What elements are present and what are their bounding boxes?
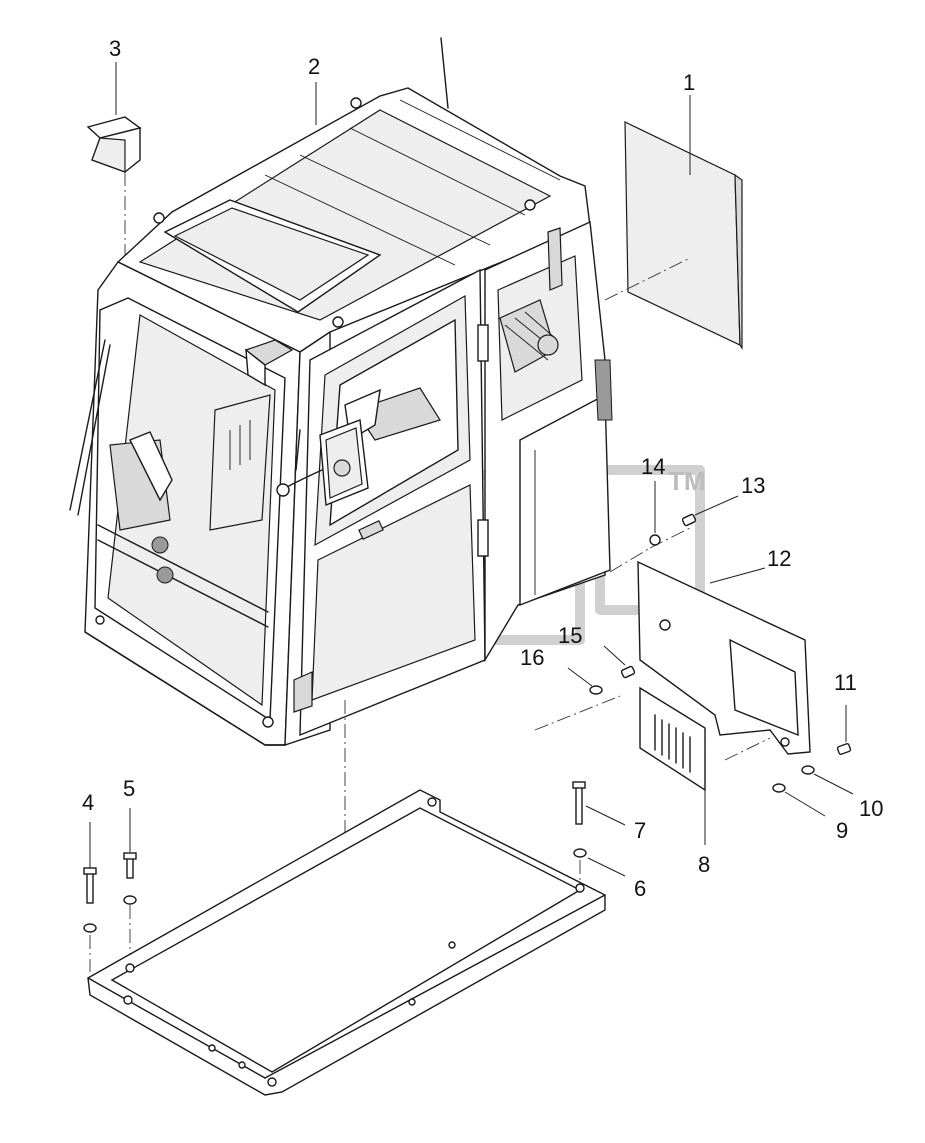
callout-6: 6: [634, 876, 646, 901]
hardware-fasteners: [83, 513, 852, 972]
callout-16: 16: [520, 645, 544, 670]
callout-13: 13: [741, 473, 765, 498]
callout-4: 4: [82, 790, 94, 815]
callout-2: 2: [308, 54, 320, 79]
part-2-operator-cab: [69, 37, 613, 925]
callout-14: 14: [641, 454, 665, 479]
callout-10: 10: [859, 796, 883, 821]
callout-15: 15: [558, 623, 582, 648]
callout-7: 7: [634, 818, 646, 843]
leader-lines: [89, 62, 854, 877]
floor-mount-frame: [87, 789, 606, 1096]
part-3-mirror-bracket: [86, 116, 142, 290]
watermark-trademark: TM: [668, 466, 706, 496]
callout-8: 8: [698, 852, 710, 877]
callout-9: 9: [836, 818, 848, 843]
side-mirror: [276, 419, 369, 507]
callout-5: 5: [123, 776, 135, 801]
callout-labels: 1 2 3 4 5 6 7 8 9 10 11 12 13 14 15 16: [82, 36, 883, 901]
callout-11: 11: [834, 670, 857, 695]
callout-3: 3: [109, 36, 121, 61]
callout-12: 12: [767, 546, 791, 571]
callout-1: 1: [683, 70, 695, 95]
part-1-filter-panel: [604, 121, 743, 350]
part-12-side-plate: [609, 527, 811, 755]
